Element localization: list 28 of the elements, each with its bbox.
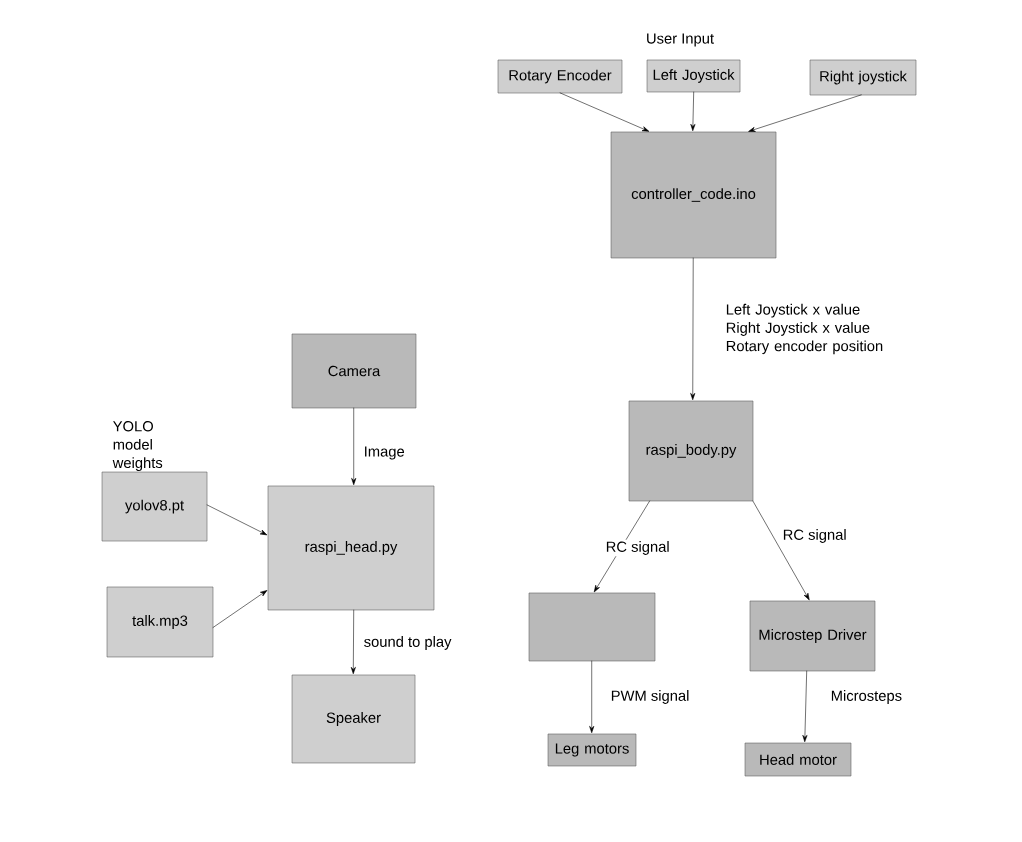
arrow <box>802 670 808 743</box>
arrow <box>589 660 595 734</box>
arrow <box>212 590 268 628</box>
process-box: raspi_body.py <box>628 400 754 502</box>
arrow <box>690 257 696 401</box>
arrow <box>690 91 696 132</box>
arrow <box>748 94 862 132</box>
arrow <box>351 407 357 486</box>
heading-text: User Input <box>647 33 714 47</box>
process-box: Microstep Driver <box>749 600 876 672</box>
process-box: Speaker <box>291 674 416 764</box>
process-box: Rotary Encoder <box>497 59 623 94</box>
arrow <box>206 504 268 536</box>
process-box: yolov8.pt <box>101 471 208 542</box>
process-box: Right joystick <box>809 59 917 96</box>
arrow <box>559 92 650 132</box>
process-box: controller_code.ino <box>610 131 777 259</box>
process-box: Head motor <box>744 742 852 777</box>
arrow <box>350 609 356 675</box>
process-box: raspi_head.py <box>267 485 435 611</box>
process-box: Leg motors <box>547 733 637 767</box>
process-box: Camera <box>291 333 417 409</box>
edge-label: Left Joystick x value Right Joystick x value Rotary encoder position <box>724 302 896 356</box>
arrow <box>752 500 810 601</box>
process-box: Left Joystick <box>646 59 741 93</box>
arrow <box>593 500 651 593</box>
process-box: talk.mp3 <box>106 586 214 658</box>
process-box <box>528 592 656 662</box>
